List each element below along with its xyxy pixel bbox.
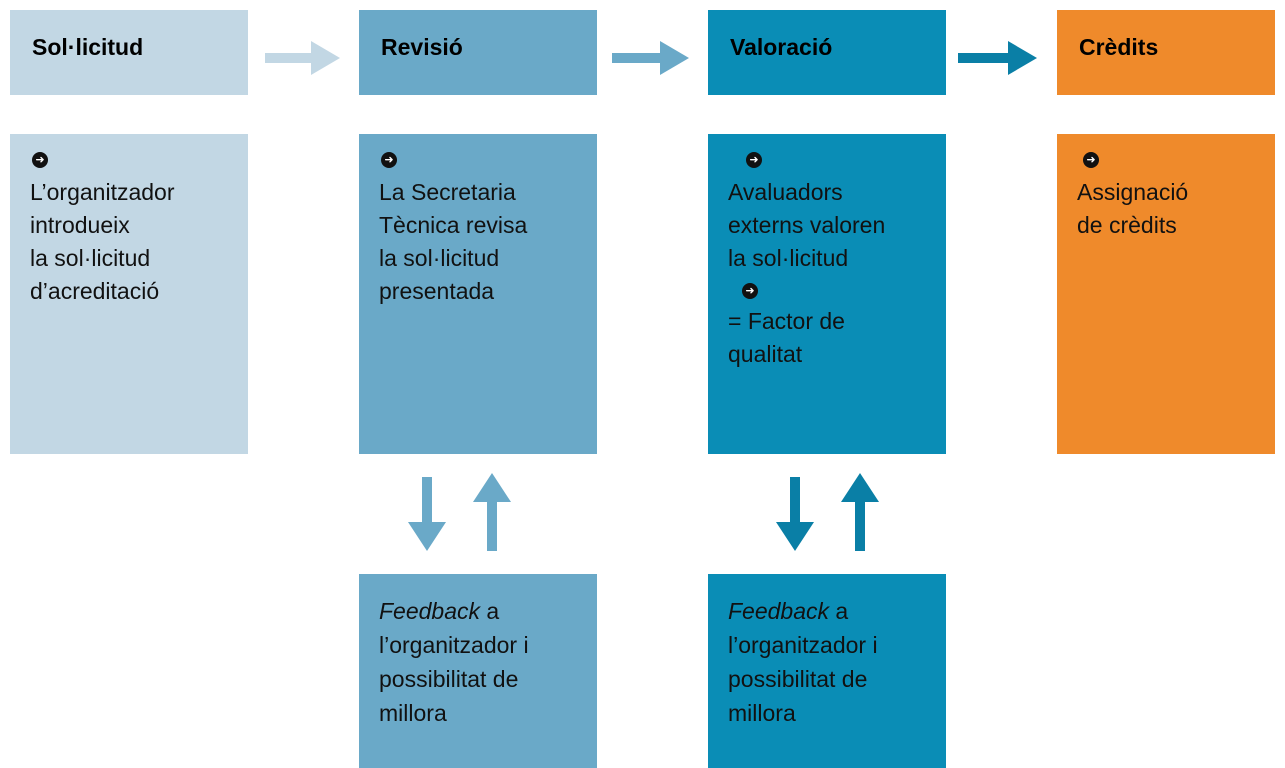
header-sollicitud: Sol·licitud (10, 10, 248, 95)
body-credits: ➜ Assignació de crèdits (1057, 134, 1275, 454)
feedback-line: l’organitzador i (728, 632, 878, 658)
body-line: qualitat (728, 341, 803, 367)
feedback-valoracio: Feedback a l’organitzador i possibilitat… (708, 574, 946, 768)
header-sollicitud-label: Sol·licitud (32, 34, 144, 60)
body-line: presentada (379, 278, 495, 304)
arrow-right-2 (612, 41, 689, 75)
feedback-emph: Feedback (379, 598, 481, 624)
arrow-up-valoracio (841, 473, 879, 551)
arrow-circle-icon: ➜ (746, 152, 762, 168)
feedback-rest: a (829, 598, 849, 624)
feedback-emph: Feedback (728, 598, 830, 624)
body-line: la sol·licitud (30, 245, 151, 271)
arrow-down-valoracio (776, 477, 814, 551)
body-line: introdueix (30, 212, 130, 238)
body-line: Assignació (1077, 179, 1189, 205)
feedback-line: l’organitzador i (379, 632, 529, 658)
arrow-right-3 (958, 41, 1037, 75)
body-valoracio: ➜ Avaluadors externs valoren la sol·lici… (708, 134, 946, 454)
header-revisio-label: Revisió (381, 34, 463, 60)
arrow-down-revisio (408, 477, 446, 551)
feedback-line: possibilitat de (728, 666, 868, 692)
body-line: la sol·licitud (379, 245, 500, 271)
feedback-rest: a (480, 598, 500, 624)
feedback-revisio: Feedback a l’organitzador i possibilitat… (359, 574, 597, 768)
body-line: de crèdits (1077, 212, 1177, 238)
body-line: La Secretaria (379, 179, 516, 205)
feedback-first-line: Feedback a (379, 594, 597, 628)
header-credits-label: Crèdits (1079, 34, 1159, 60)
arrow-circle-icon: ➜ (1083, 152, 1099, 168)
feedback-first-line: Feedback a (728, 594, 946, 628)
feedback-line: millora (728, 700, 796, 726)
body-line: la sol·licitud (728, 245, 849, 271)
body-line: Tècnica revisa (379, 212, 528, 238)
body-line: externs valoren (728, 212, 886, 238)
arrow-circle-icon: ➜ (381, 152, 397, 168)
body-line: = Factor de (728, 308, 845, 334)
feedback-line: millora (379, 700, 447, 726)
header-valoracio: Valoració (708, 10, 946, 95)
body-line: d’acreditació (30, 278, 160, 304)
body-line: L’organitzador (30, 179, 175, 205)
body-revisio: ➜ La Secretaria Tècnica revisa la sol·li… (359, 134, 597, 454)
feedback-line: possibilitat de (379, 666, 519, 692)
header-valoracio-label: Valoració (730, 34, 833, 60)
body-line: Avaluadors (728, 179, 843, 205)
arrow-circle-icon: ➜ (32, 152, 48, 168)
arrow-right-1 (265, 41, 340, 75)
body-sollicitud: ➜ L’organitzador introdueix la sol·licit… (10, 134, 248, 454)
header-credits: Crèdits (1057, 10, 1275, 95)
header-revisio: Revisió (359, 10, 597, 95)
arrow-up-revisio (473, 473, 511, 551)
arrow-circle-icon: ➜ (742, 283, 758, 299)
